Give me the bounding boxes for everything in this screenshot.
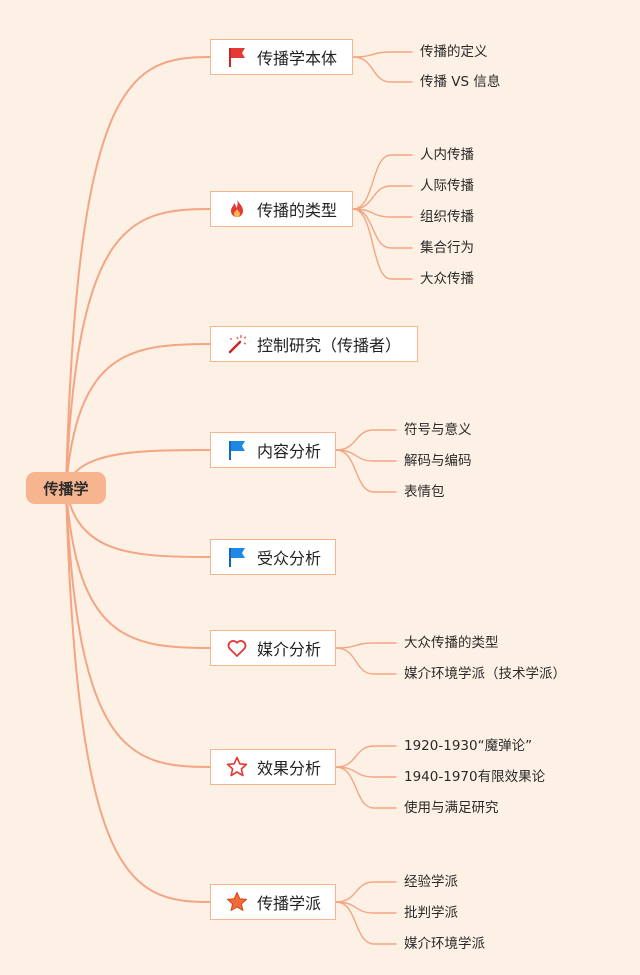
leaf-connector — [335, 642, 397, 649]
leaf-item[interactable]: 传播 VS 信息 — [420, 74, 501, 90]
blue-flag-icon — [225, 438, 249, 462]
branch-node-audience-analysis[interactable]: 受众分析 — [210, 539, 336, 575]
leaf-connector — [335, 745, 397, 768]
branch-node-media-analysis[interactable]: 媒介分析 — [210, 630, 336, 666]
root-node[interactable]: 传播学 — [26, 472, 106, 504]
leaf-item[interactable]: 批判学派 — [404, 905, 458, 921]
leaf-item[interactable]: 表情包 — [404, 484, 445, 500]
branch-node-schools[interactable]: 传播学派 — [210, 884, 336, 920]
leaf-item[interactable]: 经验学派 — [404, 874, 458, 890]
leaf-connector — [335, 647, 397, 675]
branch-label: 传播的类型 — [257, 201, 338, 220]
branch-label: 效果分析 — [257, 759, 322, 778]
branch-node-content-analysis[interactable]: 内容分析 — [210, 432, 336, 468]
branch-connector — [65, 487, 211, 649]
blue-flag-icon — [225, 545, 249, 569]
leaf-connector — [335, 901, 397, 914]
leaf-item[interactable]: 1920-1930“魔弹论” — [404, 738, 533, 754]
leaf-item[interactable]: 使用与满足研究 — [404, 800, 499, 816]
star-outline-icon — [225, 755, 249, 779]
branch-node-communication-ontology[interactable]: 传播学本体 — [210, 39, 353, 75]
branch-label: 内容分析 — [257, 442, 322, 461]
leaf-connector — [335, 901, 397, 945]
leaf-item[interactable]: 解码与编码 — [404, 453, 472, 469]
leaf-item[interactable]: 1940-1970有限效果论 — [404, 769, 546, 785]
leaf-connector — [352, 185, 413, 210]
leaf-connector — [335, 881, 397, 903]
leaf-item[interactable]: 大众传播的类型 — [404, 635, 499, 651]
red-flag-icon — [225, 45, 249, 69]
root-label: 传播学 — [43, 479, 89, 498]
branch-connector — [65, 487, 211, 558]
branch-node-communication-types[interactable]: 传播的类型 — [210, 191, 353, 227]
branch-connector — [65, 487, 211, 768]
leaf-connector — [335, 429, 397, 451]
heart-outline-icon — [225, 636, 249, 660]
leaf-item[interactable]: 传播的定义 — [420, 44, 488, 60]
leaf-connector — [352, 154, 413, 210]
leaf-item[interactable]: 媒介环境学派（技术学派） — [404, 666, 566, 682]
leaf-item[interactable]: 组织传播 — [420, 209, 474, 225]
branch-connector — [65, 208, 211, 489]
branch-connector — [65, 56, 211, 489]
branch-label: 传播学派 — [257, 894, 322, 913]
leaf-connector — [335, 449, 397, 493]
branch-connector — [65, 487, 211, 903]
branch-connector — [65, 343, 211, 489]
star-filled-icon — [225, 890, 249, 914]
leaf-item[interactable]: 人际传播 — [420, 178, 474, 194]
leaf-connector — [335, 766, 397, 778]
leaf-connector — [352, 208, 413, 280]
leaf-item[interactable]: 符号与意义 — [404, 422, 472, 438]
fire-icon — [225, 197, 249, 221]
branch-label: 传播学本体 — [257, 49, 338, 68]
leaf-item[interactable]: 大众传播 — [420, 271, 474, 287]
leaf-connector — [352, 208, 413, 249]
leaf-connector — [335, 766, 397, 809]
branch-label: 媒介分析 — [257, 640, 322, 659]
branch-label: 受众分析 — [257, 549, 322, 568]
leaf-item[interactable]: 集合行为 — [420, 240, 474, 256]
leaf-item[interactable]: 人内传播 — [420, 147, 474, 163]
leaf-connector — [352, 51, 413, 58]
leaf-connector — [352, 208, 413, 218]
branch-node-effect-analysis[interactable]: 效果分析 — [210, 749, 336, 785]
branch-label: 控制研究（传播者） — [257, 336, 402, 355]
magic-wand-icon — [225, 332, 249, 356]
leaf-connector — [352, 56, 413, 83]
branch-node-control-research[interactable]: 控制研究（传播者） — [210, 326, 418, 362]
leaf-item[interactable]: 媒介环境学派 — [404, 936, 485, 952]
leaf-connector — [335, 449, 397, 462]
